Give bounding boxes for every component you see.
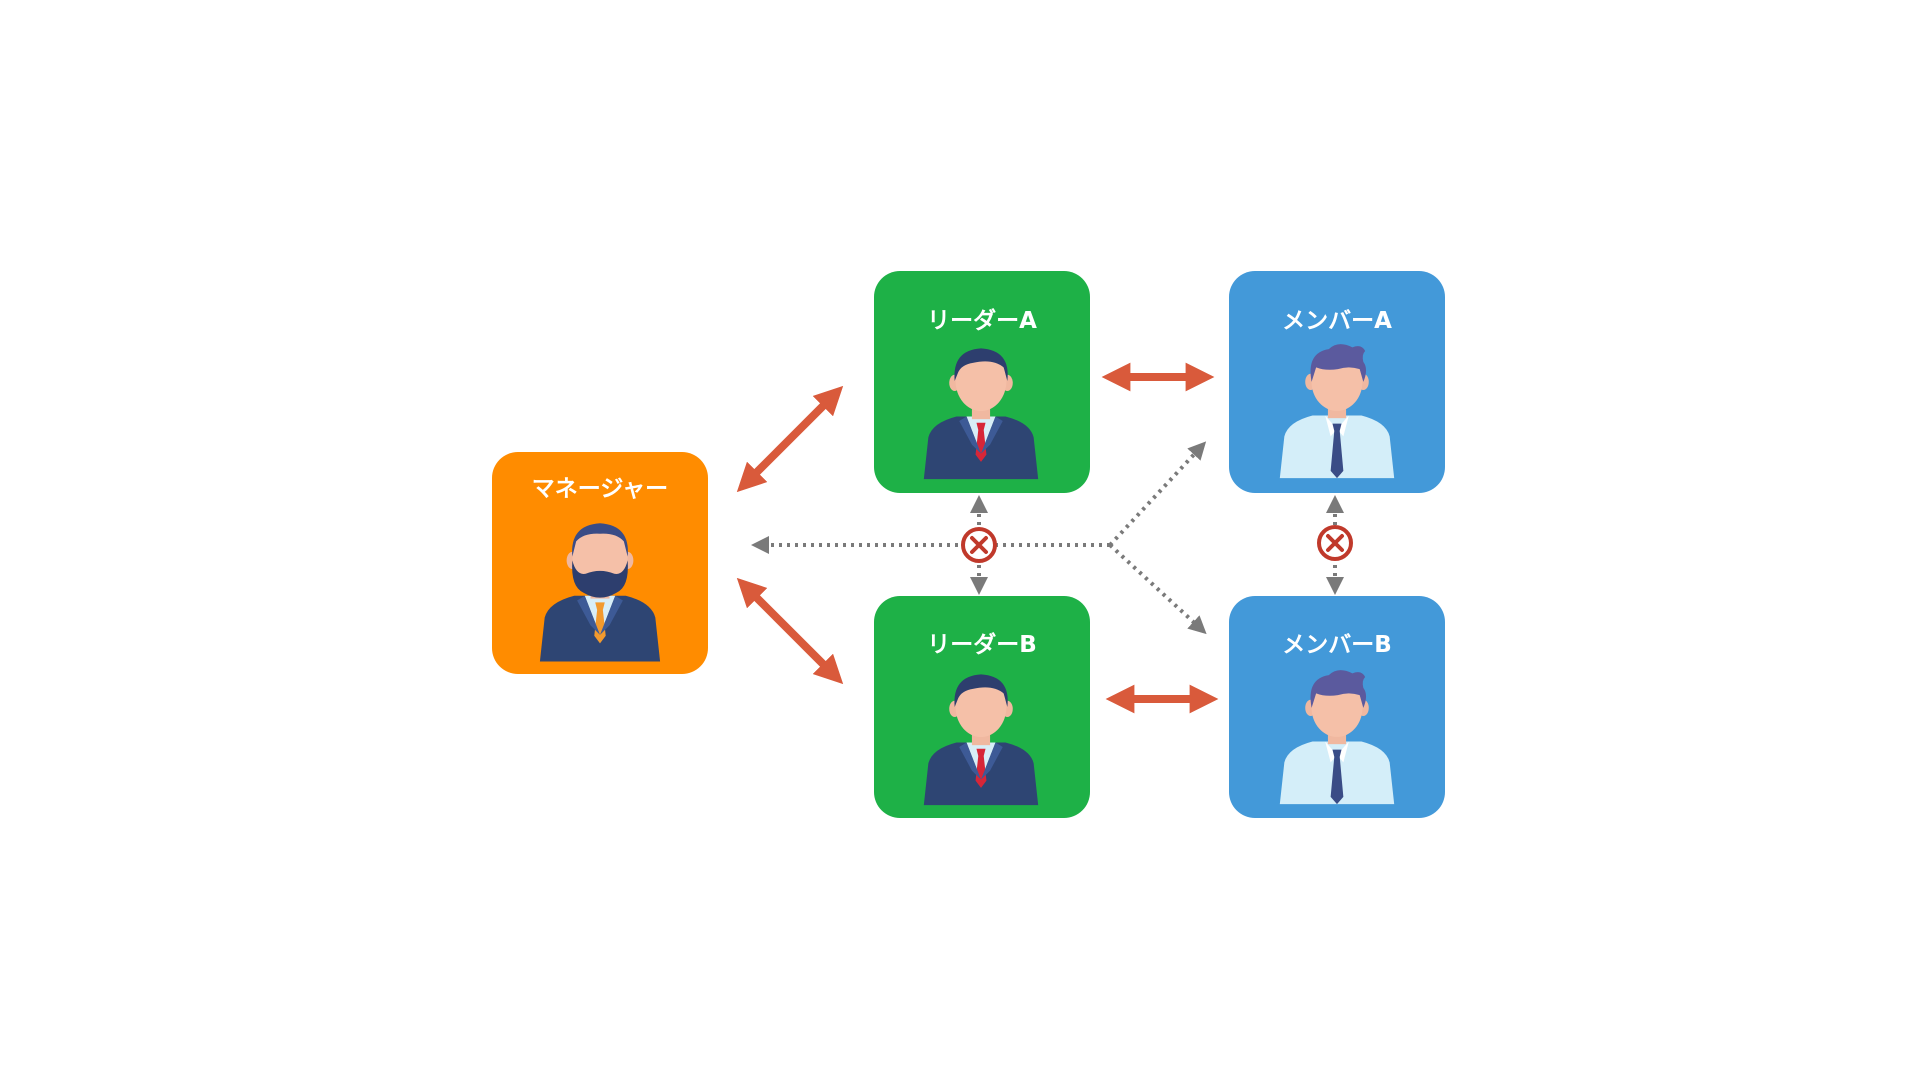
solid-arrows	[736, 362, 1219, 714]
node-member-a: メンバーA	[1229, 271, 1445, 493]
node-leader-a-label: リーダーA	[927, 307, 1037, 334]
node-leader-b: リーダーB	[874, 596, 1090, 818]
blocked-marker-members	[1317, 525, 1353, 561]
node-leader-b-label: リーダーB	[927, 631, 1037, 658]
node-member-a-label: メンバーA	[1282, 308, 1392, 334]
dotted-arrow-to-member-a	[1108, 441, 1207, 547]
dotted-arrow-to-member-b	[1108, 543, 1207, 635]
arrow-manager-leader-b	[736, 577, 844, 685]
node-leader-a: リーダーA	[874, 271, 1090, 493]
blocked-marker-leaders	[961, 527, 997, 563]
node-manager: マネージャー	[492, 452, 708, 674]
arrow-manager-leader-a	[736, 385, 844, 493]
node-manager-label: マネージャー	[532, 476, 668, 502]
dotted-arrows	[751, 441, 1344, 635]
node-member-b-label: メンバーB	[1282, 632, 1392, 658]
node-member-b: メンバーB	[1229, 596, 1445, 818]
